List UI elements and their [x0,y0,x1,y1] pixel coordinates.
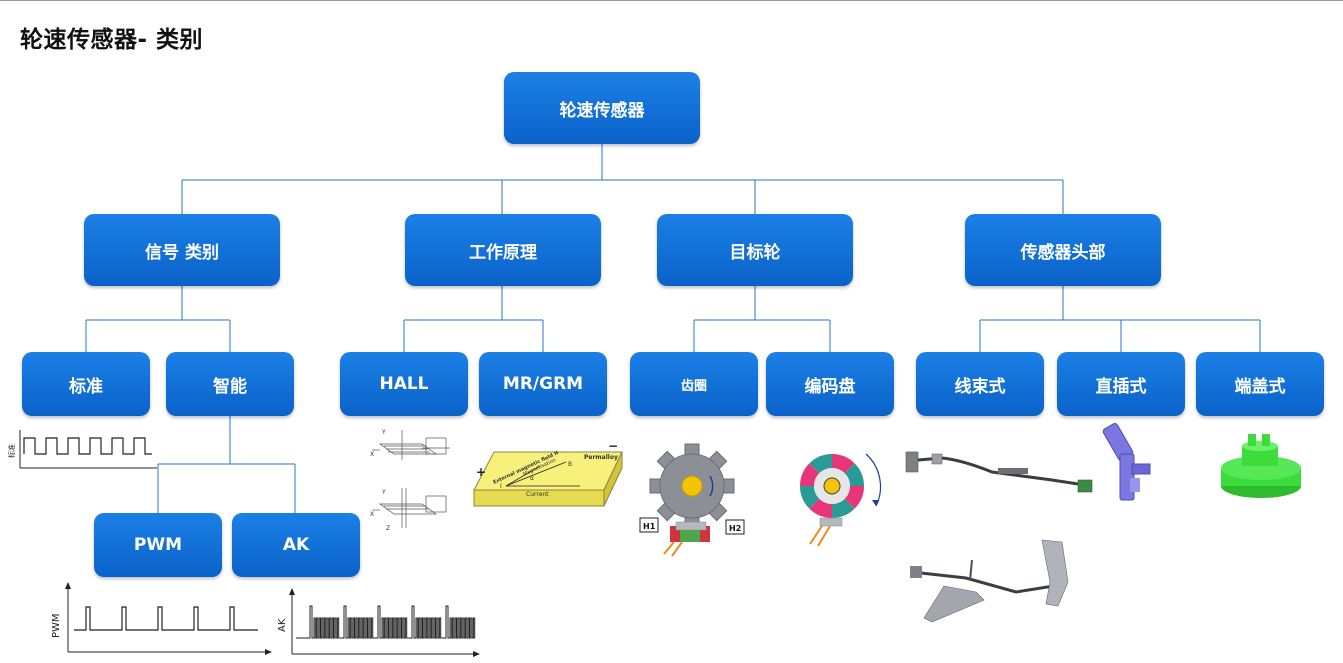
leaf-mr: MR/GRM [479,352,607,416]
mr-plus-label: + [476,465,486,479]
harness-sensor-bracket-image [910,539,1069,623]
leaf-label: 直插式 [1095,376,1147,397]
leaf-label: MR/GRM [502,374,584,394]
leaf-label: 线束式 [954,376,1006,397]
category-label: 传感器头部 [1020,242,1106,263]
leaf-label: 标准 [69,376,103,397]
leaf-label: 齿圈 [680,378,707,394]
top-divider [0,0,1343,1]
mr-minus-label: − [608,440,618,453]
hall-sensor-diagram: Y X Y X Z [370,429,450,532]
encoder-segment [844,486,864,509]
hall-label-x2: X [370,511,374,518]
mr-alpha-label: α [530,475,534,482]
mr-sensor-diagram: Permalloy External magnetic field H Magn… [473,440,623,507]
leaf-encoder: 编码盘 [766,352,894,416]
leaf-label: 端盖式 [1234,376,1286,397]
category-label: 目标轮 [729,242,781,263]
leaf-label: 智能 [213,376,247,397]
leaf-ak: AK [232,513,360,577]
cap-sensor-image [1221,434,1301,498]
encoder-segment [832,498,855,518]
harness-sensor-image [905,451,1093,493]
leaf-label: 编码盘 [804,376,856,397]
encoder-segment [809,498,832,518]
leaf-label: AK [282,535,310,555]
encoder-segment [800,463,820,486]
standard-axis-label: 标准 [7,444,16,458]
mr-permalloy-label: Permalloy [584,454,618,461]
root-node: 轮速传感器 [504,72,700,144]
pwm-waveform: PWM [51,582,272,655]
leaf-cap: 端盖式 [1196,352,1324,416]
category-signal: 信号 类别 [84,214,280,286]
plug-sensor-image [1102,423,1151,501]
leaf-pwm: PWM [94,513,222,577]
encoder-segment [844,463,864,486]
category-head: 传感器头部 [965,214,1161,286]
leaf-hall: HALL [340,352,468,416]
standard-waveform: 标准 [7,430,157,469]
ak-pulse-path [296,605,476,639]
leaf-harness: 线束式 [916,352,1044,416]
category-principle: 工作原理 [405,214,601,286]
mr-current-label: Current [526,491,549,498]
encoder-disc-image [800,453,882,547]
leaf-smart: 智能 [166,352,294,416]
leaf-label: HALL [379,374,429,394]
leaf-label: PWM [133,535,183,555]
encoder-segment [832,454,855,474]
gear-wheel-image: H1 H2 [639,443,745,557]
gear-h2-label: H2 [729,524,741,533]
pwm-axis-label: PWM [51,613,62,638]
category-label: 信号 类别 [145,242,219,263]
hall-label-z: Z [386,525,390,532]
hall-label-x1: X [370,451,374,458]
page-title: 轮速传感器- 类别 [20,27,204,53]
hall-label-y1: Y [381,429,386,436]
ak-waveform: AK [277,588,480,657]
leaf-standard: 标准 [22,352,150,416]
ak-axis-label: AK [277,618,288,632]
category-target: 目标轮 [657,214,853,286]
root-label: 轮速传感器 [559,100,645,121]
gear-h1-label: H1 [643,522,656,531]
encoder-segment [800,486,820,509]
leaf-plug: 直插式 [1057,352,1185,416]
mr-i-label: I [500,483,502,490]
mr-b-label: B [568,461,572,468]
category-label: 工作原理 [469,242,537,263]
encoder-segment [809,454,832,474]
hall-label-y2: Y [381,489,386,496]
leaf-gear: 齿圈 [630,352,758,416]
